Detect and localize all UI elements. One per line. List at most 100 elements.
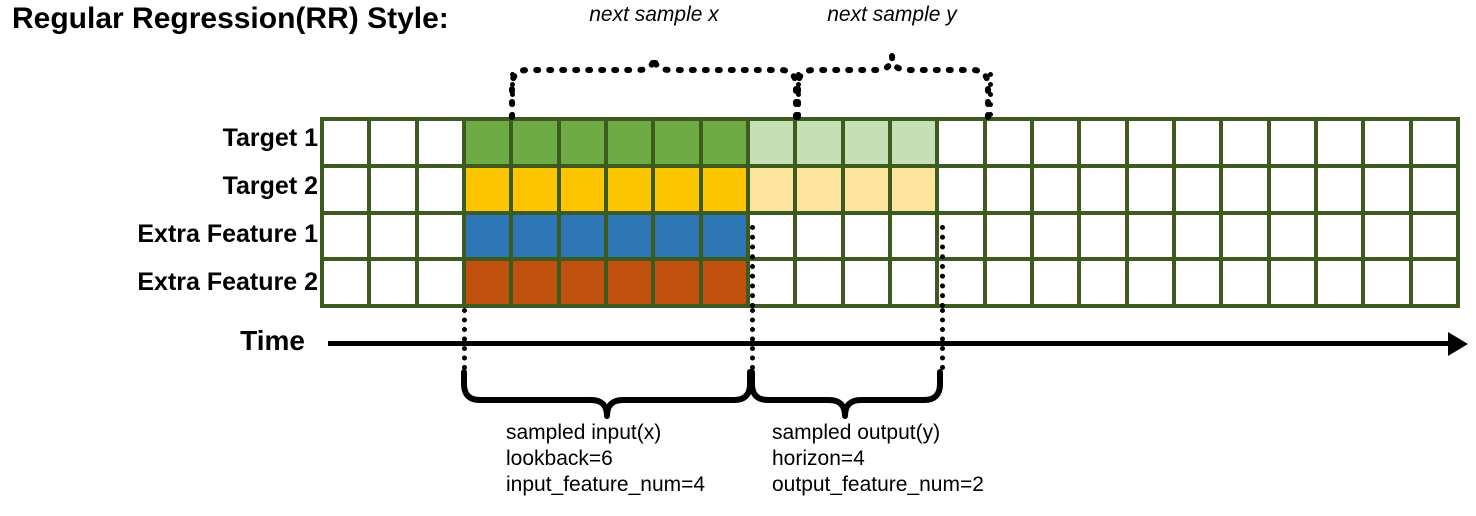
grid-cell-r4-c14 — [939, 261, 983, 304]
label-next-sample-y: next sample y — [827, 3, 957, 26]
grid-cell-r1-c14 — [939, 121, 983, 164]
grid-cell-r1-c20 — [1223, 121, 1267, 164]
grid-cell-r1-c5 — [513, 121, 557, 164]
grid-cell-r2-c8 — [655, 167, 699, 211]
grid-cell-r3-c3 — [418, 214, 462, 258]
grid-cell-r2-c5 — [513, 167, 557, 211]
grid-cell-r4-c3 — [418, 261, 462, 304]
caption-sampled-output: sampled output(y) horizon=4 output_featu… — [772, 420, 984, 498]
grid-cell-r2-c13 — [891, 167, 936, 211]
grid-cell-r4-c24 — [1412, 261, 1456, 304]
grid-cell-r1-c9 — [702, 121, 746, 164]
grid-cell-r2-c22 — [1317, 167, 1362, 211]
grid-cell-r3-c17 — [1081, 214, 1125, 258]
grid-cell-r1-c1 — [324, 121, 368, 164]
grid-cell-r4-c10 — [749, 261, 794, 304]
page-title: Regular Regression(RR) Style: — [12, 2, 449, 35]
row-label-extra-feature-1: Extra Feature 1 — [137, 220, 318, 248]
row-label-extra-feature-2: Extra Feature 2 — [137, 268, 318, 296]
grid-cell-r2-c24 — [1412, 167, 1456, 211]
dotted-line-input-start-mid — [750, 225, 755, 308]
solid-brace-sampled-input — [461, 369, 753, 419]
grid-cell-r3-c23 — [1365, 214, 1409, 258]
grid-cell-r3-c6 — [560, 214, 604, 258]
grid-cell-r4-c4 — [465, 261, 510, 304]
grid-cell-r3-c12 — [844, 214, 888, 258]
grid-cell-r1-c16 — [1033, 121, 1078, 164]
dotted-line-split-bottom — [750, 308, 755, 370]
row-label-target-1: Target 1 — [222, 124, 318, 152]
dotted-line-input-start-bottom — [462, 308, 467, 370]
grid-cell-r3-c16 — [1033, 214, 1078, 258]
grid-cell-r1-c4 — [465, 121, 510, 164]
grid-cell-r4-c19 — [1175, 261, 1220, 304]
grid-cell-r4-c2 — [371, 261, 415, 304]
grid-cell-r4-c9 — [702, 261, 746, 304]
grid-cell-r1-c10 — [749, 121, 794, 164]
grid-cell-r1-c18 — [1128, 121, 1172, 164]
grid-cell-r3-c4 — [465, 214, 510, 258]
grid-cell-r1-c24 — [1412, 121, 1456, 164]
grid-cell-r1-c19 — [1175, 121, 1220, 164]
grid-cell-r1-c22 — [1317, 121, 1362, 164]
grid-cell-r3-c13 — [891, 214, 936, 258]
caption-sampled-output-line-3: output_feature_num=2 — [772, 473, 984, 496]
caption-sampled-input: sampled input(x) lookback=6 input_featur… — [506, 420, 705, 498]
time-axis-line — [328, 341, 1456, 346]
grid-cell-r3-c15 — [986, 214, 1030, 258]
axis-label-time: Time — [240, 325, 305, 356]
grid-cell-r2-c15 — [986, 167, 1030, 211]
grid-cell-r4-c17 — [1081, 261, 1125, 304]
grid-cell-r1-c21 — [1270, 121, 1314, 164]
dotted-line-input-start-top — [510, 72, 515, 117]
grid-cell-r3-c19 — [1175, 214, 1220, 258]
solid-brace-sampled-output — [749, 369, 943, 419]
grid-cell-r1-c3 — [418, 121, 462, 164]
grid-cell-r2-c21 — [1270, 167, 1314, 211]
grid-cell-r1-c12 — [844, 121, 888, 164]
grid-cell-r3-c14 — [939, 214, 983, 258]
timeline-grid — [320, 117, 1460, 308]
grid-cell-r3-c18 — [1128, 214, 1172, 258]
grid-cell-r2-c23 — [1365, 167, 1409, 211]
grid-cell-r3-c20 — [1223, 214, 1267, 258]
grid-cell-r2-c19 — [1175, 167, 1220, 211]
grid-cell-r3-c5 — [513, 214, 557, 258]
grid-cell-r2-c12 — [844, 167, 888, 211]
dotted-line-output-end-mid — [940, 225, 945, 308]
grid-cell-r4-c21 — [1270, 261, 1314, 304]
grid-cell-r3-c1 — [324, 214, 368, 258]
grid-cell-r2-c16 — [1033, 167, 1078, 211]
label-next-sample-x: next sample x — [589, 3, 719, 26]
grid-cell-r3-c21 — [1270, 214, 1314, 258]
grid-cell-r3-c22 — [1317, 214, 1362, 258]
grid-cell-r4-c20 — [1223, 261, 1267, 304]
grid-cell-r2-c1 — [324, 167, 368, 211]
dotted-brace-next-sample-y — [795, 53, 991, 120]
grid-cell-r2-c9 — [702, 167, 746, 211]
caption-sampled-input-line-3: input_feature_num=4 — [506, 473, 706, 496]
caption-sampled-input-line-2: lookback=6 — [506, 447, 613, 470]
grid-cell-r2-c7 — [607, 167, 652, 211]
grid-cell-r3-c2 — [371, 214, 415, 258]
grid-cell-r4-c11 — [797, 261, 841, 304]
grid-cell-r4-c16 — [1033, 261, 1078, 304]
grid-cell-r4-c13 — [891, 261, 936, 304]
caption-sampled-input-line-1: sampled input(x) — [506, 421, 662, 444]
dotted-brace-next-sample-x — [509, 53, 799, 120]
grid-cell-r1-c6 — [560, 121, 604, 164]
grid-cell-r1-c11 — [797, 121, 841, 164]
grid-cell-r1-c2 — [371, 121, 415, 164]
dotted-line-output-end-bottom — [940, 308, 945, 370]
grid-cell-r2-c20 — [1223, 167, 1267, 211]
grid-cell-r2-c11 — [797, 167, 841, 211]
grid-cell-r3-c8 — [655, 214, 699, 258]
grid-cell-r2-c4 — [465, 167, 510, 211]
grid-cell-r2-c10 — [749, 167, 794, 211]
caption-sampled-output-line-1: sampled output(y) — [772, 421, 941, 444]
grid-cell-r1-c7 — [607, 121, 652, 164]
grid-cell-r4-c15 — [986, 261, 1030, 304]
grid-cell-r1-c13 — [891, 121, 936, 164]
grid-cell-r3-c7 — [607, 214, 652, 258]
